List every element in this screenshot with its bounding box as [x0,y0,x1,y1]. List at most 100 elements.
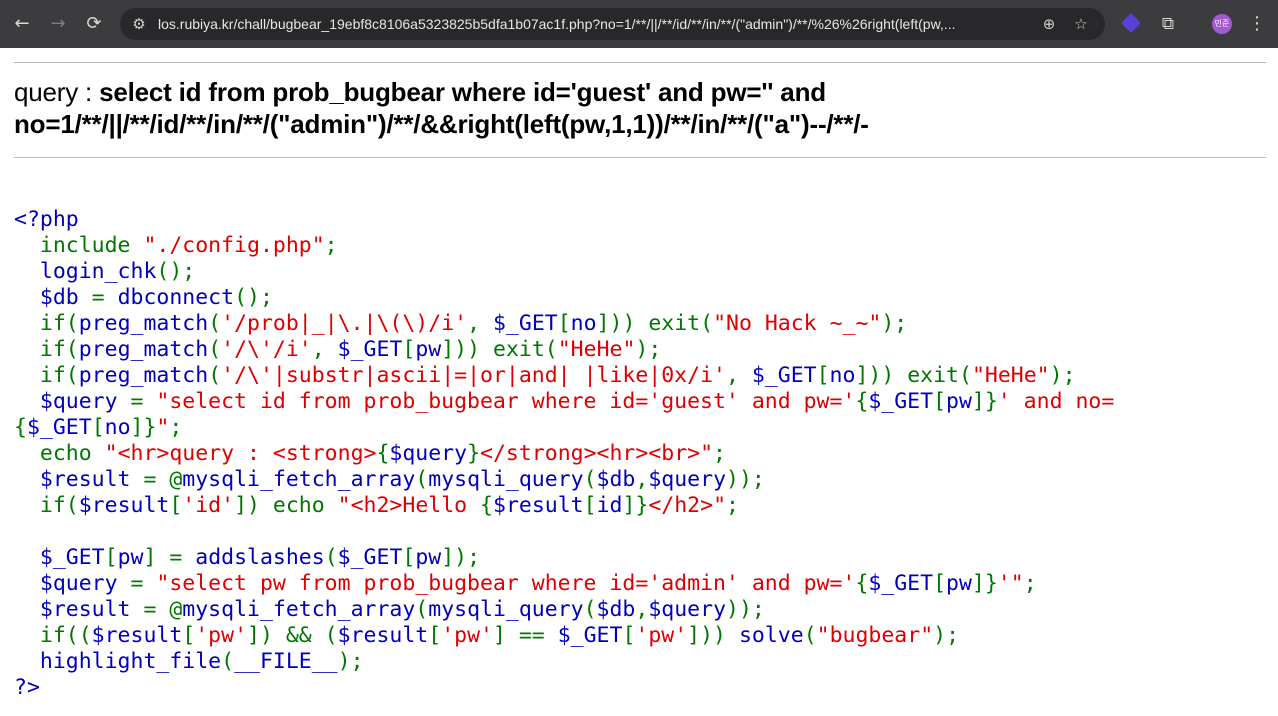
code-token: $_GET [39,545,105,570]
code-token: exit [907,363,959,388]
code-token: no [570,311,597,336]
zoom-icon[interactable]: ⊕ [1042,15,1056,33]
code-token: , [725,363,752,388]
code-token: exit [493,337,545,362]
code-token: if( [39,337,79,362]
code-token: $result [39,597,144,622]
code-token: preg_match [78,337,209,362]
code-token: "HeHe" [557,337,636,362]
code-token: echo [272,493,338,518]
code-token: ( [208,363,222,388]
code-token: ])) [441,337,493,362]
code-token: [ [933,571,947,596]
code-token: (); [234,285,273,310]
code-token: $query [389,441,468,466]
forward-icon[interactable]: → [50,13,66,34]
code-token: "bugbear" [816,623,934,648]
code-token: $_GET [492,311,558,336]
code-token: pw [415,545,442,570]
code-token: "select id from prob_bugbear where id='g… [156,389,856,414]
query-text: select id from prob_bugbear where id='gu… [14,77,869,139]
code-token: __FILE__ [234,649,338,674]
code-token: [ [816,363,830,388]
code-token: $query [648,597,727,622]
code-token: "HeHe" [971,363,1050,388]
extension-gem-icon[interactable] [1121,13,1141,33]
address-bar[interactable]: ⚙ los.rubiya.kr/chall/bugbear_19ebf8c810… [120,8,1105,40]
code-token: mysqli_query [428,467,584,492]
code-token: if( [39,311,79,336]
code-token: "select pw from prob_bugbear where id='a… [156,571,856,596]
url-text[interactable]: los.rubiya.kr/chall/bugbear_19ebf8c8106a… [158,16,956,32]
back-icon[interactable]: ← [14,13,30,34]
code-token: no [104,415,131,440]
code-token: , [311,337,338,362]
code-token: ( [959,363,972,388]
code-token: 'pw' [441,623,493,648]
divider-bottom [14,157,1266,158]
code-token: $db [39,285,92,310]
code-token: pw [946,571,972,596]
code-token: preg_match [78,363,209,388]
code-token: ])) [596,311,649,336]
code-token: pw [946,389,972,414]
code-token: [ [557,311,571,336]
code-token: "<hr>query : <strong> [104,441,377,466]
code-token: = [130,571,157,596]
code-token: "<h2>Hello [337,493,481,518]
code-token: </h2>" [648,493,727,518]
code-token: $query [39,389,131,414]
code-token: mysqli_query [428,597,584,622]
code-token: '" [997,571,1024,596]
code-token: highlight_file [39,649,222,674]
profile-avatar[interactable]: 민준 [1212,14,1232,34]
code-token: [ [933,389,947,414]
code-token: "./config.php" [143,233,325,258]
code-token: ( [700,311,714,336]
code-token: ( [208,311,222,336]
code-token: $_GET [868,571,934,596]
code-token: ; [324,233,338,258]
code-token: ); [635,337,662,362]
code-token: addslashes [195,545,325,570]
code-token: exit [648,311,701,336]
code-line: ?> [14,675,40,700]
code-token: [ [402,545,416,570]
code-token: $_GET [337,337,403,362]
code-token: ( [208,337,222,362]
code-token: mysqli_fetch_array [182,597,416,622]
code-token: $result [39,467,144,492]
divider-top [14,62,1266,63]
code-token: = [130,389,157,414]
code-token: echo [39,441,105,466]
site-settings-icon[interactable]: ⚙ [132,15,146,33]
code-token: " [156,415,170,440]
code-token: '/\'/i' [221,337,312,362]
code-token: mysqli_fetch_array [182,467,416,492]
code-token: if( [39,363,79,388]
code-token: $_GET [751,363,817,388]
extensions-puzzle-icon[interactable]: ⧉ [1161,14,1175,34]
code-token: "No Hack ~_~" [713,311,882,336]
code-token: $_GET [337,545,403,570]
code-token: preg_match [78,311,209,336]
browser-menu-icon[interactable]: ⋮ [1248,13,1266,34]
code-token: ])) [855,363,908,388]
code-token: $_GET [868,389,934,414]
code-token: $_GET [26,415,92,440]
code-token: '/prob|_|\.|\(\)/i' [221,311,468,336]
code-token: [ [104,545,118,570]
code-token: include [39,233,144,258]
code-token: pw [117,545,144,570]
code-token: ); [1049,363,1076,388]
reload-icon[interactable]: ⟳ [86,13,102,34]
code-token: $query [39,571,131,596]
code-token: pw [415,337,442,362]
browser-toolbar: ← → ⟳ ⚙ los.rubiya.kr/chall/bugbear_19eb… [0,0,1278,48]
code-token: 'pw' [635,623,688,648]
code-token: ' and no= [997,389,1115,414]
bookmark-star-icon[interactable]: ☆ [1074,15,1088,33]
code-token: ( [544,337,558,362]
code-token: dbconnect [117,285,235,310]
code-token: </strong><hr><br>" [480,441,714,466]
